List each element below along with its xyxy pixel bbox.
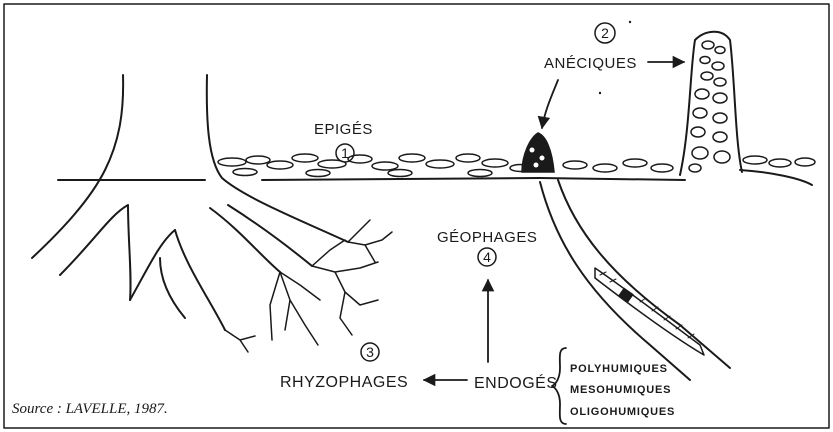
- anecic-cast-tower: [680, 32, 742, 175]
- number-3: 3: [366, 344, 374, 360]
- label-aneciques: ANÉCIQUES: [544, 55, 637, 72]
- arrow-aneciques-to-cast: [542, 80, 558, 128]
- label-rhyzophages: RHYZOPHAGES: [280, 374, 408, 391]
- source-citation: Source : LAVELLE, 1987.: [12, 401, 168, 417]
- source-year: , 1987.: [127, 401, 168, 417]
- source-prefix: Source :: [12, 401, 66, 417]
- tree-illustration: [32, 75, 392, 352]
- number-1: 1: [341, 145, 349, 161]
- subgroup-mesohumiques: MESOHUMIQUES: [570, 384, 671, 396]
- ground-surface-line: [58, 178, 685, 180]
- subgroup-oligohumiques: OLIGOHUMIQUES: [570, 406, 675, 418]
- label-epiges: EPIGÉS: [314, 121, 373, 138]
- number-4: 4: [483, 249, 491, 265]
- burrow-with-worm: [540, 180, 730, 380]
- surface-cast-mound: [522, 133, 554, 172]
- label-endoges: ENDOGÉS: [474, 373, 558, 392]
- subgroup-polyhumiques: POLYHUMIQUES: [570, 363, 668, 375]
- leaf-litter-layer: [218, 154, 815, 177]
- ground-surface-right: [740, 170, 812, 185]
- label-geophages: GÉOPHAGES: [437, 229, 537, 246]
- speck-dot: [599, 92, 601, 94]
- source-author: LAVELLE: [65, 401, 127, 417]
- number-2: 2: [601, 25, 609, 41]
- speck-dot: [629, 21, 631, 23]
